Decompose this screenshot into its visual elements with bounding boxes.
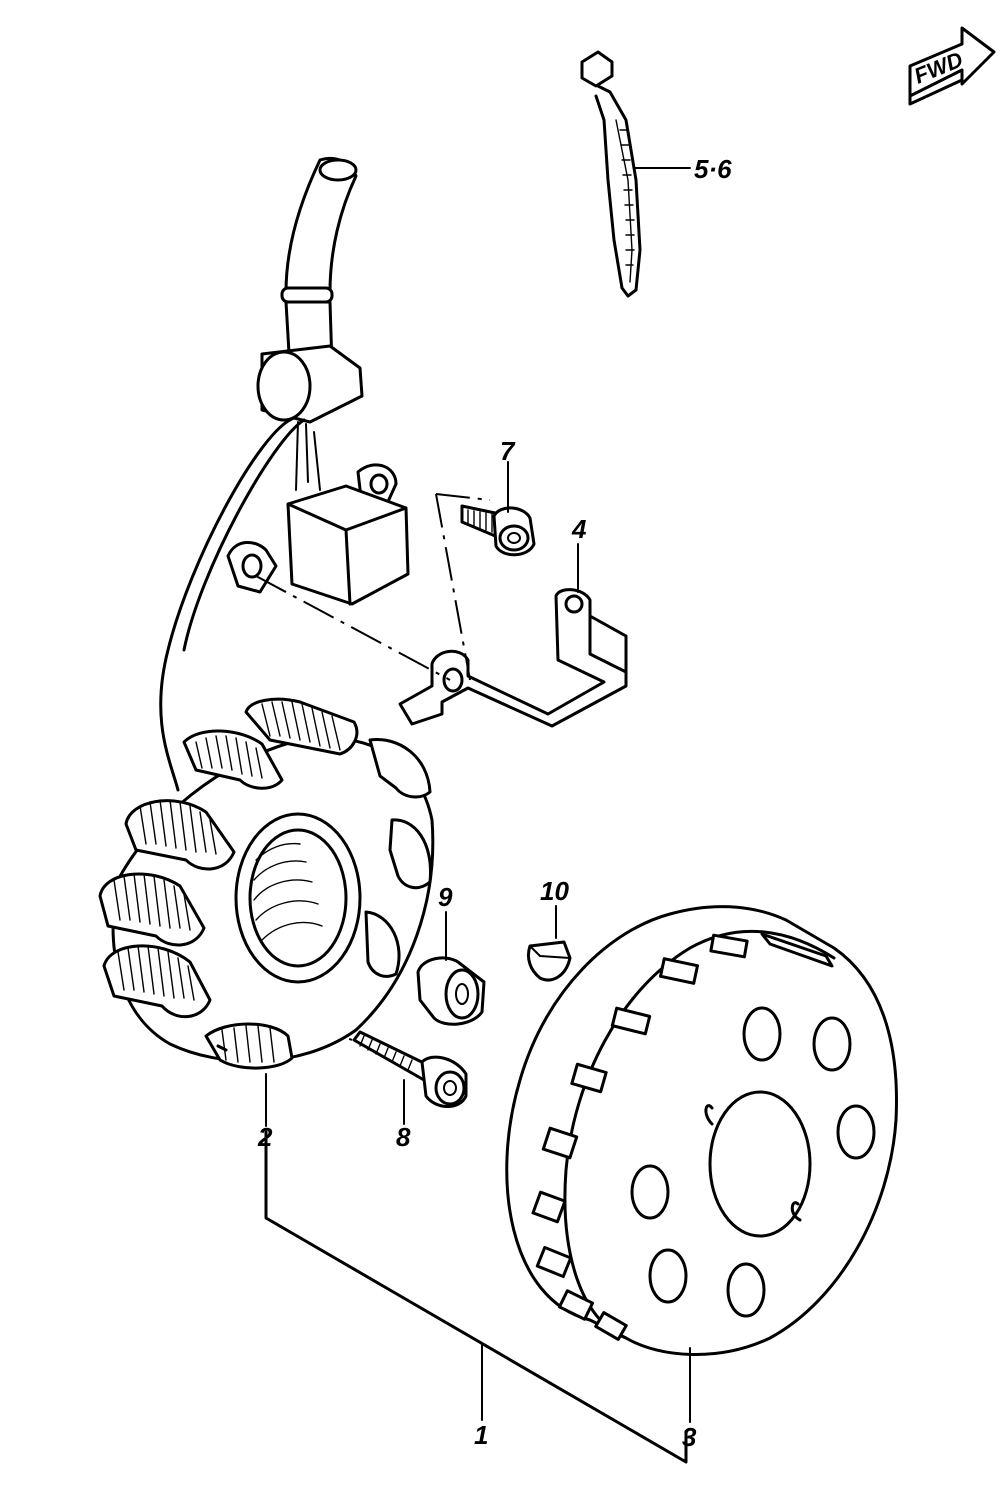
callout-9: 9 bbox=[438, 882, 453, 912]
bolt-8 bbox=[352, 1030, 468, 1108]
callout-3: 3 bbox=[682, 1422, 697, 1452]
key-10 bbox=[526, 940, 572, 982]
callout-1: 1 bbox=[474, 1420, 488, 1450]
cable-tie bbox=[580, 50, 642, 298]
assembly-bracket bbox=[264, 1130, 688, 1464]
pulser-coil bbox=[226, 463, 410, 606]
screw-7 bbox=[460, 504, 536, 557]
callout-4: 4 bbox=[571, 514, 587, 544]
stator-2 bbox=[98, 697, 435, 1070]
bracket-4 bbox=[398, 588, 628, 728]
mounting-line-left bbox=[255, 575, 451, 681]
callout-10: 10 bbox=[540, 876, 569, 906]
collar-9 bbox=[416, 956, 486, 1026]
fwd-arrow-icon: FWD bbox=[908, 26, 996, 106]
mounting-line-vertical bbox=[435, 493, 471, 681]
mounting-line-screw bbox=[435, 493, 491, 501]
rotor-3 bbox=[505, 905, 898, 1357]
callout-5-6: 5·6 bbox=[694, 154, 732, 184]
wire-harness bbox=[159, 157, 364, 792]
callout-7: 7 bbox=[500, 436, 516, 466]
callout-2: 2 bbox=[257, 1122, 273, 1152]
callout-8: 8 bbox=[396, 1122, 411, 1152]
